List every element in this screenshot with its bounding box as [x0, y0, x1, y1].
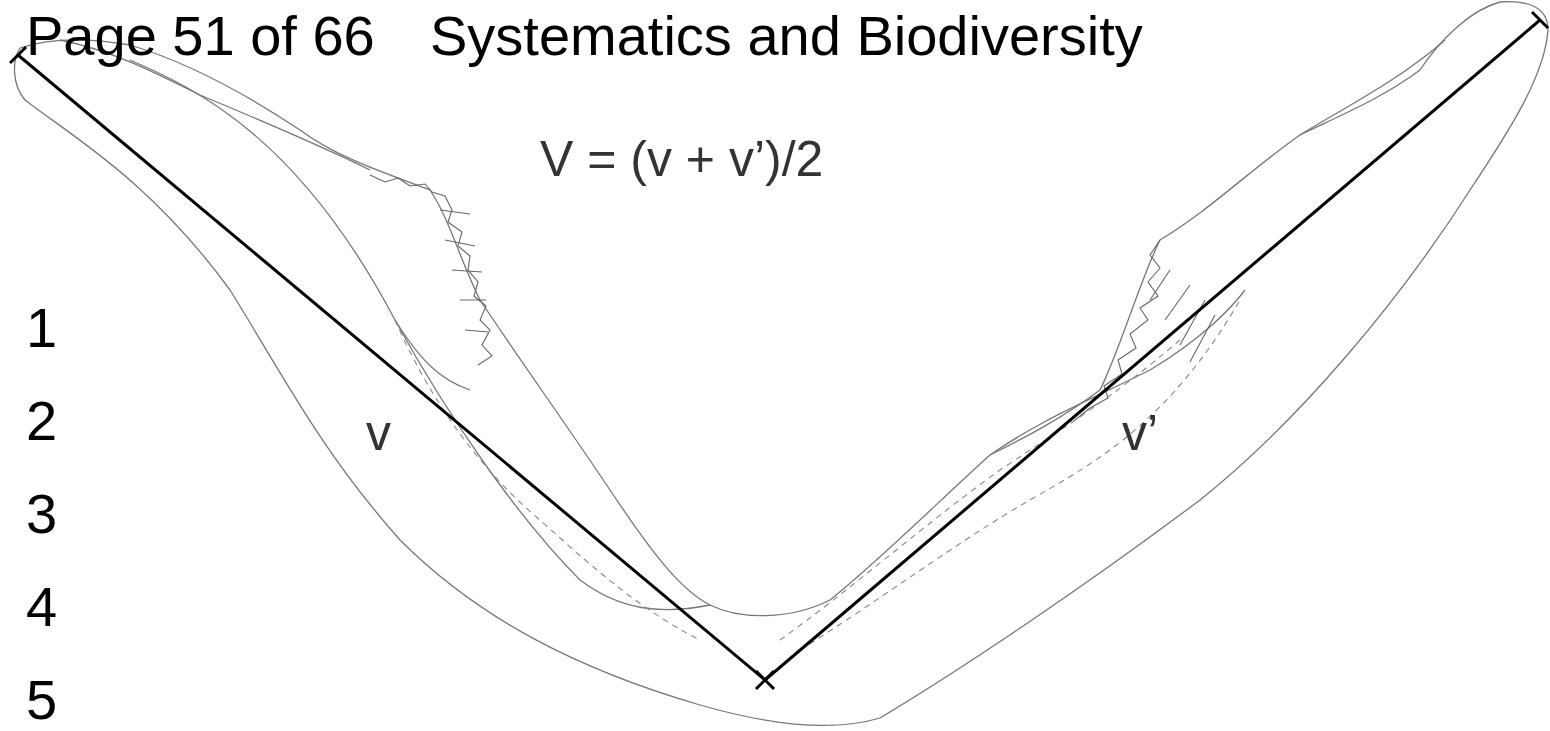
line-number: 2 [26, 393, 57, 449]
measure-label: v’ [1122, 408, 1158, 458]
measurement-lines [10, 12, 1548, 689]
tooth-crowns [370, 175, 1215, 420]
measure-label: v [366, 408, 391, 458]
line-number: 5 [26, 672, 57, 728]
line-number: 4 [26, 579, 57, 635]
line-number: 3 [26, 486, 57, 542]
page-header: Page 51 of 66 [26, 8, 375, 64]
journal-header: Systematics and Biodiversity [430, 8, 1143, 64]
line-number: 1 [26, 300, 57, 356]
formula: V = (v + v’)/2 [540, 134, 823, 184]
mandible-outline [15, 2, 1548, 726]
